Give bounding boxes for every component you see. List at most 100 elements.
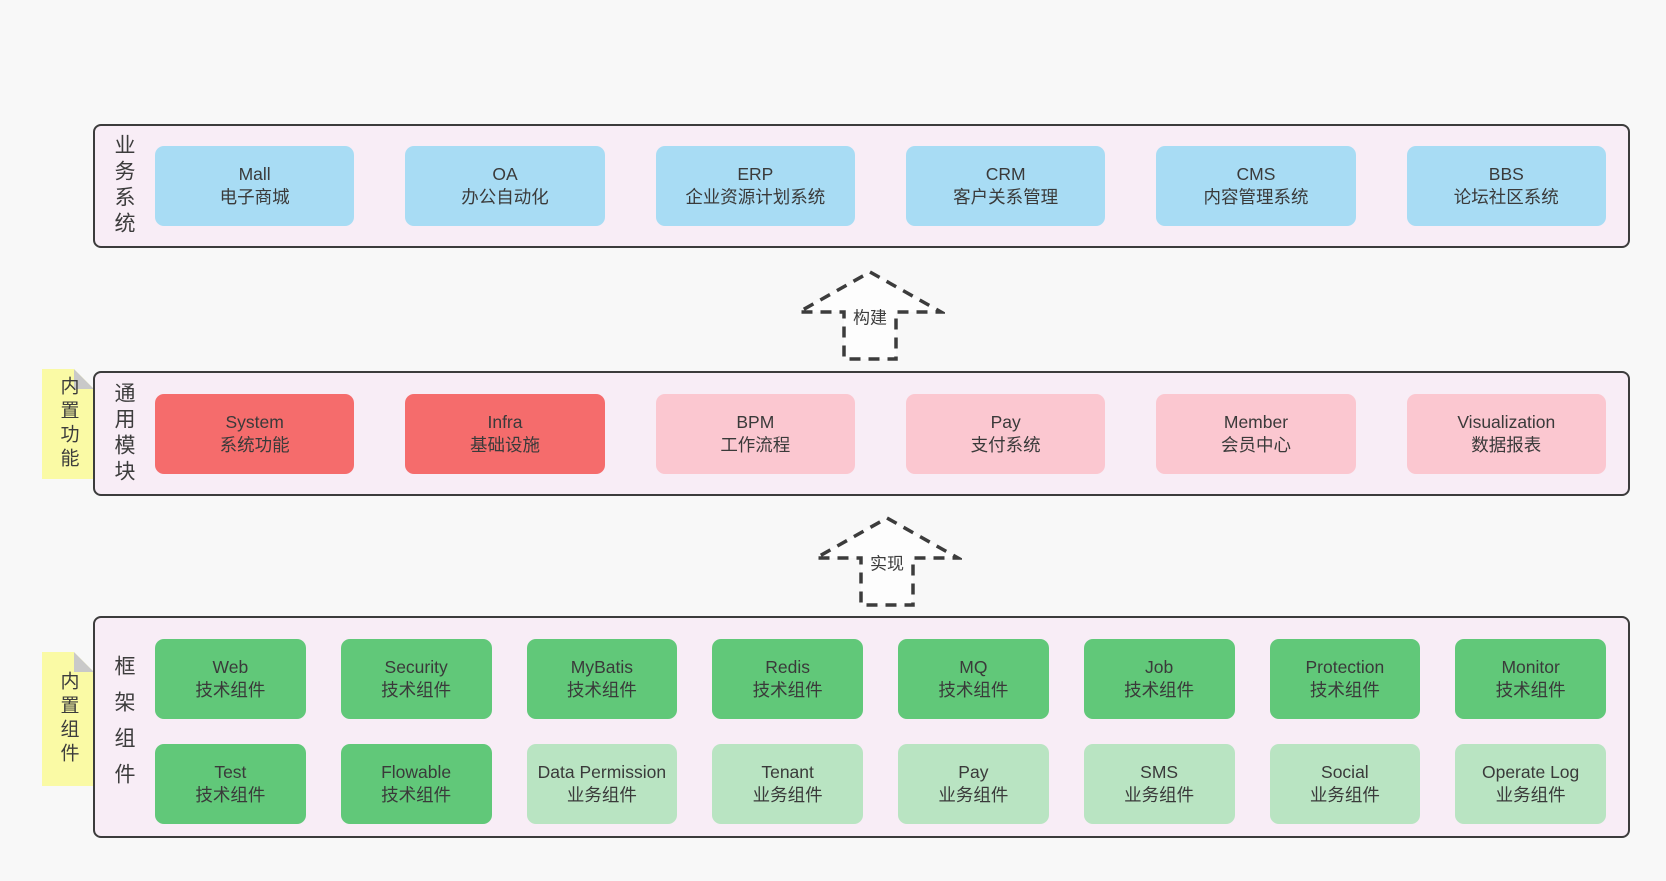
box-bpm: BPM 工作流程 xyxy=(655,393,855,474)
implement-arrow-label: 实现 xyxy=(867,549,907,575)
business-box-row: Mall 电子商城 OA 办公自动化 ERP 企业资源计划系统 CRM 客户关系… xyxy=(155,146,1606,226)
sticky-tab-label: 内置组件 xyxy=(57,671,79,767)
box-subtitle: 技术组件 xyxy=(195,680,266,700)
panel-label-components: 框架组件 xyxy=(112,655,135,799)
box-flowable: Flowable 技术组件 xyxy=(340,744,492,824)
implement-arrow: 实现 xyxy=(812,514,962,609)
box-title: Flowable xyxy=(381,762,452,782)
common-modules-panel: 通用模块 System 系统功能 Infra 基础设施 BPM 工作流程 Pay… xyxy=(93,371,1630,496)
framework-components-panel: 框架组件 Web 技术组件 Security 技术组件 MyBatis 技术组件… xyxy=(93,616,1630,838)
box-social: Social 业务组件 xyxy=(1269,744,1421,824)
panel-label-business: 业务系统 xyxy=(112,134,135,238)
box-subtitle: 会员中心 xyxy=(1220,434,1291,455)
box-title: Infra xyxy=(487,411,523,432)
box-infra: Infra 基础设施 xyxy=(405,393,605,474)
box-tenant: Tenant 业务组件 xyxy=(712,744,863,824)
components-box-grid: Web 技术组件 Security 技术组件 MyBatis 技术组件 Redi… xyxy=(155,639,1606,824)
box-title: Pay xyxy=(990,411,1021,432)
box-web: Web 技术组件 xyxy=(155,639,306,719)
box-subtitle: 基础设施 xyxy=(469,434,540,455)
box-subtitle: 内容管理系统 xyxy=(1203,187,1309,207)
box-title: Test xyxy=(214,762,247,782)
box-title: CMS xyxy=(1236,164,1276,184)
box-subtitle: 客户关系管理 xyxy=(953,187,1059,207)
box-erp: ERP 企业资源计划系统 xyxy=(655,146,855,226)
box-subtitle: 论坛社区系统 xyxy=(1453,187,1559,207)
box-subtitle: 业务组件 xyxy=(1309,785,1380,805)
box-title: Member xyxy=(1223,411,1289,432)
box-subtitle: 技术组件 xyxy=(381,680,452,700)
box-subtitle: 业务组件 xyxy=(566,785,637,805)
box-pay-biz: Pay 业务组件 xyxy=(898,744,1049,824)
box-operate-log: Operate Log 业务组件 xyxy=(1455,744,1606,824)
box-security: Security 技术组件 xyxy=(340,639,492,719)
modules-box-row: System 系统功能 Infra 基础设施 BPM 工作流程 Pay 支付系统… xyxy=(155,393,1606,474)
box-title: Security xyxy=(384,657,448,677)
box-title: Web xyxy=(212,657,249,677)
build-arrow-label: 构建 xyxy=(850,303,890,329)
box-subtitle: 技术组件 xyxy=(566,680,637,700)
box-system: System 系统功能 xyxy=(155,393,355,474)
box-subtitle: 数据报表 xyxy=(1471,434,1542,455)
business-systems-panel: 业务系统 Mall 电子商城 OA 办公自动化 ERP 企业资源计划系统 CRM… xyxy=(93,124,1630,248)
box-title: Pay xyxy=(958,762,989,782)
box-title: CRM xyxy=(985,164,1026,184)
box-title: Data Permission xyxy=(537,762,667,782)
box-subtitle: 技术组件 xyxy=(752,680,823,700)
box-pay: Pay 支付系统 xyxy=(905,393,1106,474)
box-title: Monitor xyxy=(1501,657,1560,677)
box-job: Job 技术组件 xyxy=(1083,639,1235,719)
box-mybatis: MyBatis 技术组件 xyxy=(526,639,678,719)
build-arrow: 构建 xyxy=(795,268,945,363)
box-visualization: Visualization 数据报表 xyxy=(1406,393,1606,474)
box-subtitle: 技术组件 xyxy=(1495,680,1566,700)
box-title: MQ xyxy=(959,657,988,677)
sticky-tab-builtin-components: 内置组件 xyxy=(42,652,94,786)
box-subtitle: 技术组件 xyxy=(938,680,1009,700)
box-subtitle: 业务组件 xyxy=(1495,785,1566,805)
box-subtitle: 工作流程 xyxy=(720,434,791,455)
box-title: Redis xyxy=(765,657,810,677)
box-data-permission: Data Permission 业务组件 xyxy=(526,744,678,824)
box-title: Job xyxy=(1145,657,1174,677)
box-title: MyBatis xyxy=(570,657,633,677)
box-title: SMS xyxy=(1140,762,1179,782)
box-subtitle: 支付系统 xyxy=(970,434,1041,455)
box-title: OA xyxy=(492,164,518,184)
box-test: Test 技术组件 xyxy=(155,744,306,824)
box-title: Social xyxy=(1321,762,1369,782)
box-member: Member 会员中心 xyxy=(1156,393,1356,474)
box-title: Operate Log xyxy=(1481,762,1580,782)
box-subtitle: 技术组件 xyxy=(1309,680,1380,700)
box-monitor: Monitor 技术组件 xyxy=(1455,639,1606,719)
box-subtitle: 办公自动化 xyxy=(461,187,549,207)
box-title: Visualization xyxy=(1457,411,1556,432)
box-subtitle: 业务组件 xyxy=(938,785,1009,805)
box-subtitle: 技术组件 xyxy=(381,785,452,805)
box-subtitle: 企业资源计划系统 xyxy=(685,187,826,207)
box-title: Tenant xyxy=(761,762,814,782)
box-cms: CMS 内容管理系统 xyxy=(1156,146,1356,226)
box-mall: Mall 电子商城 xyxy=(155,146,355,226)
box-title: ERP xyxy=(737,164,774,184)
box-title: BBS xyxy=(1488,164,1524,184)
box-mq: MQ 技术组件 xyxy=(898,639,1049,719)
box-bbs: BBS 论坛社区系统 xyxy=(1406,146,1606,226)
box-subtitle: 系统功能 xyxy=(219,434,290,455)
box-redis: Redis 技术组件 xyxy=(712,639,863,719)
box-subtitle: 业务组件 xyxy=(752,785,823,805)
sticky-tab-label: 内置功能 xyxy=(57,376,79,472)
sticky-tab-builtin-features: 内置功能 xyxy=(42,369,94,479)
box-subtitle: 业务组件 xyxy=(1124,785,1195,805)
box-subtitle: 技术组件 xyxy=(1124,680,1195,700)
box-title: Mall xyxy=(238,164,271,184)
panel-label-modules: 通用模块 xyxy=(112,381,135,486)
box-oa: OA 办公自动化 xyxy=(405,146,605,226)
box-title: Protection xyxy=(1305,657,1385,677)
box-subtitle: 技术组件 xyxy=(195,785,266,805)
box-title: BPM xyxy=(736,411,775,432)
box-protection: Protection 技术组件 xyxy=(1269,639,1421,719)
box-title: System xyxy=(225,411,284,432)
box-crm: CRM 客户关系管理 xyxy=(905,146,1106,226)
